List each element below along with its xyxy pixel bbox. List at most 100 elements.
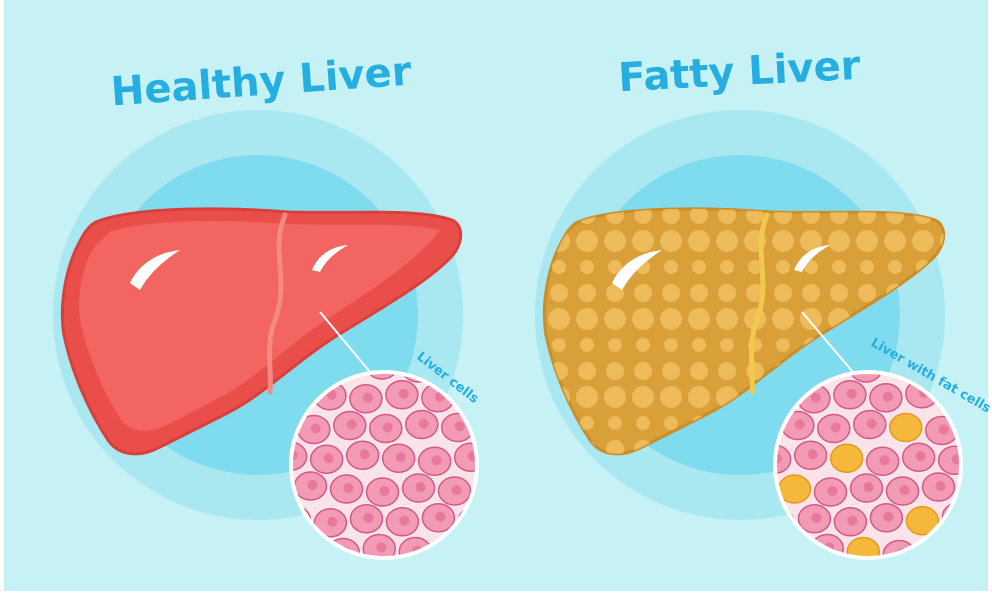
cell-nucleus xyxy=(399,389,409,399)
fat-globule xyxy=(552,260,566,274)
fat-cell xyxy=(831,444,863,472)
fat-globule xyxy=(664,260,678,274)
fat-globule xyxy=(578,362,596,380)
fat-globule xyxy=(660,230,682,252)
cell-nucleus xyxy=(811,393,821,403)
fat-globule xyxy=(662,284,680,302)
fat-globule xyxy=(552,338,566,352)
cell-nucleus xyxy=(880,455,890,465)
fat-globule xyxy=(632,386,654,408)
fat-globule xyxy=(690,362,708,380)
cell-nucleus xyxy=(380,486,390,496)
cell-nucleus xyxy=(419,419,429,429)
fat-globule xyxy=(716,308,738,330)
cell-nucleus xyxy=(452,485,462,495)
fat-globule xyxy=(580,338,594,352)
fat-globule xyxy=(776,260,790,274)
cell-nucleus xyxy=(828,486,838,496)
fat-globule xyxy=(720,338,734,352)
fat-globule xyxy=(772,308,794,330)
cell-nucleus xyxy=(311,424,321,434)
cell-nucleus xyxy=(416,482,426,492)
cell-nucleus xyxy=(808,449,818,459)
fat-globule xyxy=(636,338,650,352)
fat-globule xyxy=(688,308,710,330)
cell-nucleus xyxy=(360,449,370,459)
cell-nucleus xyxy=(811,513,821,523)
fat-globule xyxy=(576,386,598,408)
fat-globule xyxy=(632,230,654,252)
fat-cell xyxy=(890,414,922,442)
fat-globule xyxy=(856,230,878,252)
fat-globule xyxy=(578,284,596,302)
fat-globule xyxy=(828,230,850,252)
fat-globule xyxy=(688,230,710,252)
cell-nucleus xyxy=(847,389,857,399)
fat-globule xyxy=(776,338,790,352)
cell-nucleus xyxy=(383,423,393,433)
fat-globule xyxy=(634,362,652,380)
cell-nucleus xyxy=(936,481,946,491)
fat-globule xyxy=(664,416,678,430)
cell-nucleus xyxy=(399,516,409,526)
cell-nucleus xyxy=(864,482,874,492)
cell-nucleus xyxy=(327,517,337,527)
fat-globule xyxy=(548,308,570,330)
fat-globule xyxy=(550,284,568,302)
cell-nucleus xyxy=(847,516,857,526)
cell-nucleus xyxy=(916,451,926,461)
cell-nucleus xyxy=(376,543,386,553)
fat-globule xyxy=(608,416,622,430)
fat-globule xyxy=(888,260,902,274)
fat-globule xyxy=(912,230,934,252)
cell-nucleus xyxy=(831,423,841,433)
cell-nucleus xyxy=(435,512,445,522)
fat-globule xyxy=(772,230,794,252)
fat-globule xyxy=(660,308,682,330)
fat-globule xyxy=(662,362,680,380)
cell-nucleus xyxy=(324,453,334,463)
cell-nucleus xyxy=(883,512,893,522)
cell-nucleus xyxy=(432,455,442,465)
cell-nucleus xyxy=(396,452,406,462)
fat-globule xyxy=(800,308,822,330)
fat-globule xyxy=(604,230,626,252)
fat-globule xyxy=(802,284,820,302)
fat-globule xyxy=(634,284,652,302)
fat-globule xyxy=(664,338,678,352)
fat-globule xyxy=(692,260,706,274)
cell-nucleus xyxy=(900,485,910,495)
fat-globule xyxy=(860,260,874,274)
fat-globule xyxy=(858,284,876,302)
cell-nucleus xyxy=(363,513,373,523)
cell-nucleus xyxy=(795,420,805,430)
fat-globule xyxy=(692,338,706,352)
cell-nucleus xyxy=(363,393,373,403)
fat-globule xyxy=(576,230,598,252)
fat-globule xyxy=(632,308,654,330)
cell-nucleus xyxy=(308,480,318,490)
fat-globule xyxy=(688,386,710,408)
fat-globule xyxy=(604,308,626,330)
cell-nucleus xyxy=(455,422,465,432)
cell-nucleus xyxy=(883,392,893,402)
fat-globule xyxy=(716,230,738,252)
fat-globule xyxy=(576,308,598,330)
cell-nucleus xyxy=(939,425,949,435)
cell-nucleus xyxy=(344,483,354,493)
fat-globule xyxy=(636,416,650,430)
fat-globule xyxy=(884,230,906,252)
fat-globule xyxy=(718,362,736,380)
fat-globule xyxy=(690,284,708,302)
fat-globule xyxy=(774,284,792,302)
fat-globule xyxy=(608,338,622,352)
fat-globule xyxy=(746,362,764,380)
cell-nucleus xyxy=(347,420,357,430)
fat-globule xyxy=(830,284,848,302)
fat-globule xyxy=(660,386,682,408)
fat-globule xyxy=(606,362,624,380)
fat-globule xyxy=(832,260,846,274)
fat-globule xyxy=(580,260,594,274)
